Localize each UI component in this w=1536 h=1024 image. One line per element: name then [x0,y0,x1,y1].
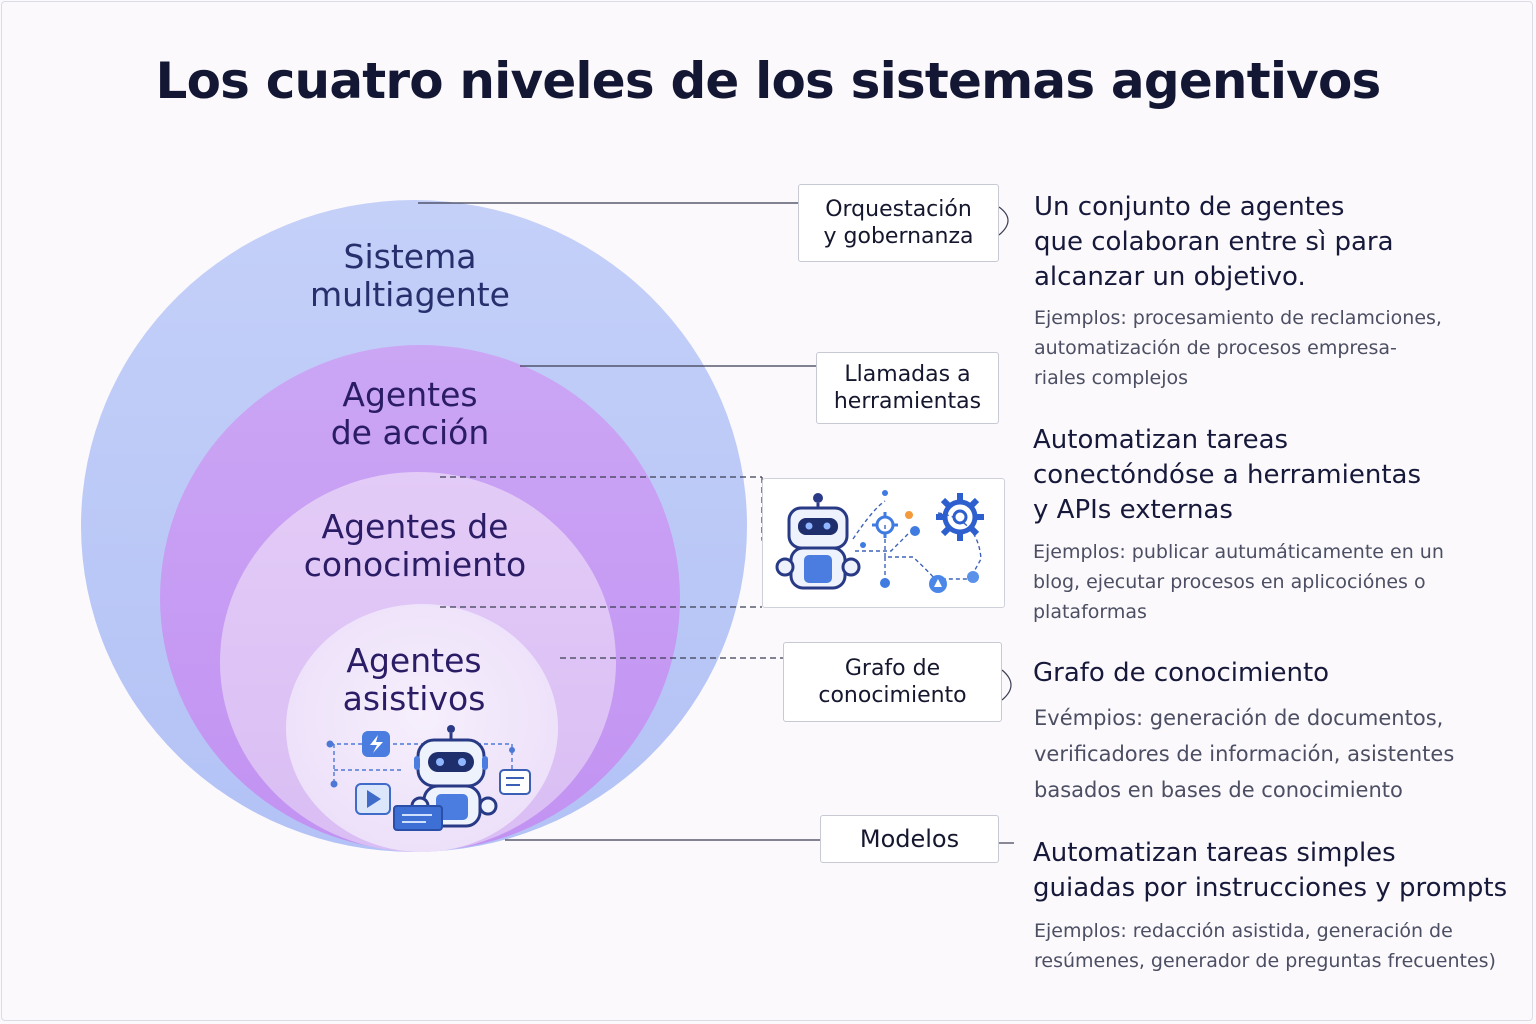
label-action: Agentes de acción [330,375,490,452]
tag-knowledge-graph: Grafo de conocimiento [783,642,1002,722]
tag-models: Modelos [820,815,999,863]
tag-tool-calls: Llamadas a herramientas [816,352,999,424]
examples-assistive: Ejemplos: redacción asistida, generación… [1034,920,1496,972]
bracket-multiagent [998,206,1009,236]
page-title: Los cuatro niveles de los sistemas agent… [155,52,1382,110]
label-assistive: Agentes asistivos [342,641,486,718]
examples-action: Ejemplos: publicar autumáticamente en un… [1033,541,1444,623]
robot-with-gears-and-network-icon [775,490,984,593]
examples-knowledge: Evémpios: generación de documentos, veri… [1034,706,1455,802]
bracket-knowledge [1001,669,1012,701]
examples-multiagent: Ejemplos: procesamiento de reclamciones,… [1034,307,1442,389]
label-knowledge: Agentes de conocimiento [303,507,527,584]
robot-with-chat-and-media-icon [326,725,531,831]
circle-assistive [286,604,558,852]
heading-knowledge: Grafo de conocimiento [1033,658,1330,688]
action-illustration-box [762,478,1005,608]
label-multiagent: Sistema multiagente [310,237,510,314]
heading-multiagent: Un conjunto de agentes que colaboran ent… [1034,192,1394,292]
heading-assistive: Automatizan tareas simples guiadas por i… [1033,838,1508,903]
tag-orchestration: Orquestación y gobernanza [798,184,999,262]
heading-action: Automatizan tareas conectóndóse a herram… [1033,425,1421,525]
